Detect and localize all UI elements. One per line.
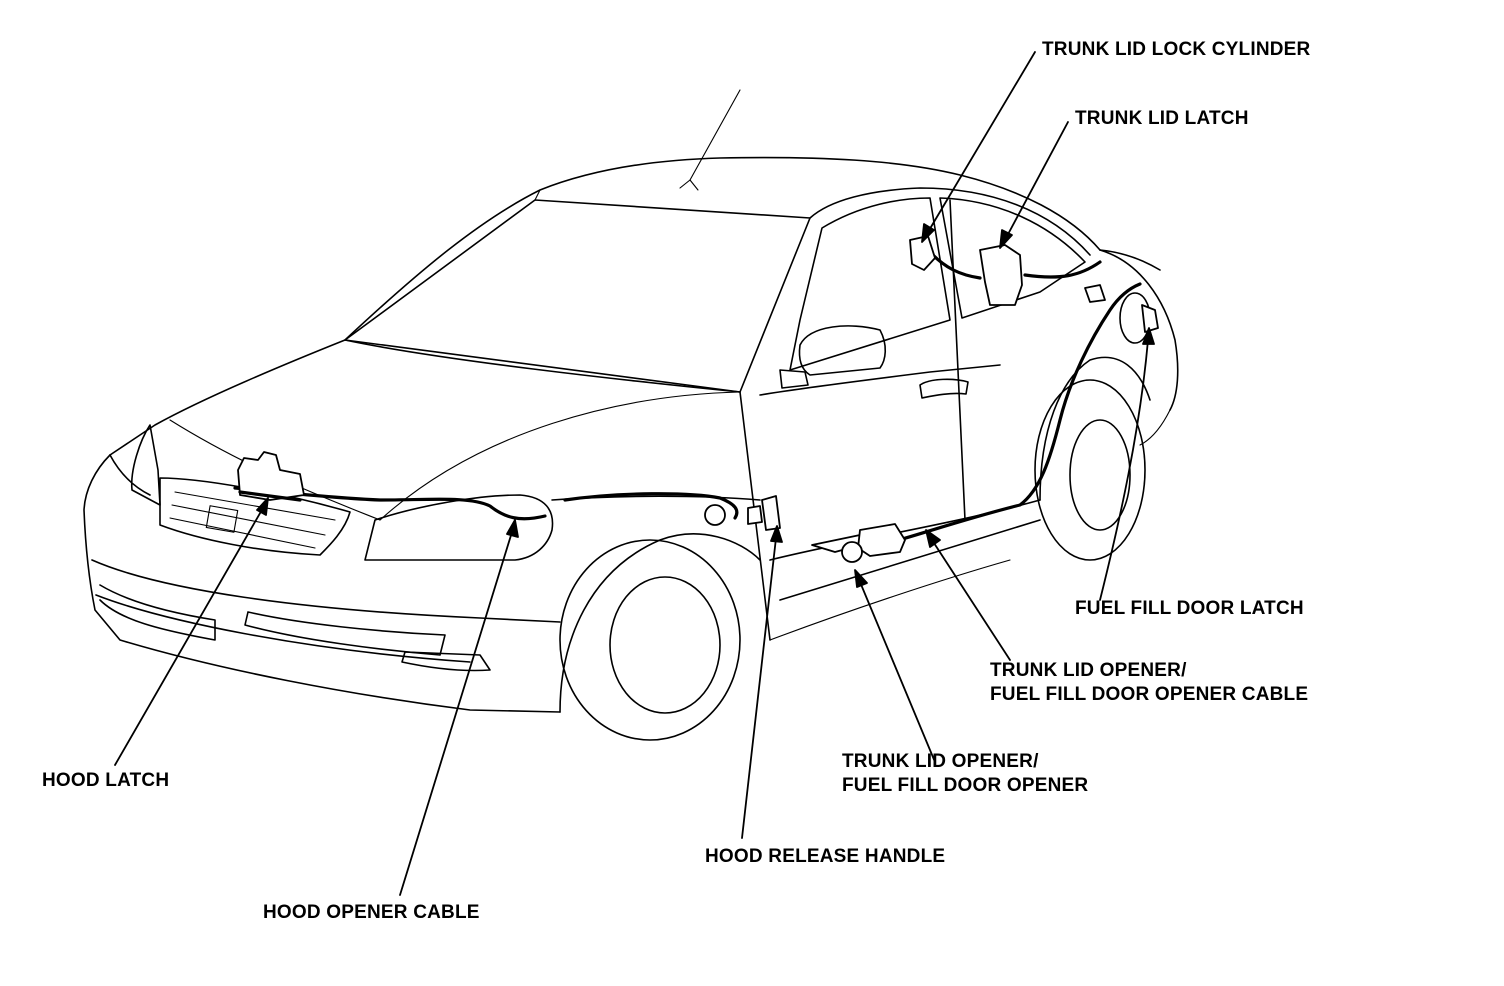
parts	[237, 235, 1159, 563]
label-trunk-lid-latch: TRUNK LID LATCH	[1075, 107, 1249, 131]
label-hood-opener-cable: HOOD OPENER CABLE	[263, 901, 480, 925]
label-trunk-lid-lock-cylinder: TRUNK LID LOCK CYLINDER	[1042, 38, 1310, 62]
leader-trunk-lid-lock-cylinder	[927, 51, 1036, 233]
leader-hood-latch	[114, 507, 264, 766]
label-opener-cable-line2: FUEL FILL DOOR OPENER CABLE	[990, 684, 1309, 705]
label-hood-latch-text: HOOD LATCH	[42, 770, 170, 791]
label-fuel-fill-door-latch-text: FUEL FILL DOOR LATCH	[1075, 598, 1304, 619]
label-opener-cable-line1: TRUNK LID OPENER/	[990, 660, 1187, 681]
label-opener-line2: FUEL FILL DOOR OPENER	[842, 775, 1089, 796]
label-trunk-lid-latch-text: TRUNK LID LATCH	[1075, 108, 1249, 129]
label-fuel-fill-door-latch: FUEL FILL DOOR LATCH	[1075, 597, 1304, 621]
label-hood-opener-cable-text: HOOD OPENER CABLE	[263, 902, 480, 923]
leader-opener-cable	[931, 539, 1011, 661]
label-opener: TRUNK LID OPENER/ FUEL FILL DOOR OPENER	[842, 750, 1088, 798]
leader-hood-release-handle	[741, 537, 777, 839]
leader-lines	[114, 51, 1155, 896]
label-hood-release-handle: HOOD RELEASE HANDLE	[705, 845, 945, 869]
label-trunk-lid-lock-cylinder-text: TRUNK LID LOCK CYLINDER	[1042, 39, 1311, 60]
label-hood-latch: HOOD LATCH	[42, 769, 169, 793]
leader-opener	[859, 581, 936, 763]
label-hood-release-handle-text: HOOD RELEASE HANDLE	[705, 846, 946, 867]
leader-fuel-fill-door-latch	[1099, 339, 1149, 601]
leader-trunk-lid-latch	[1005, 121, 1069, 239]
leader-hood-opener-cable	[399, 531, 513, 896]
label-opener-line1: TRUNK LID OPENER/	[842, 751, 1039, 772]
label-opener-cable: TRUNK LID OPENER/ FUEL FILL DOOR OPENER …	[990, 659, 1308, 707]
car-body	[83, 89, 1179, 741]
